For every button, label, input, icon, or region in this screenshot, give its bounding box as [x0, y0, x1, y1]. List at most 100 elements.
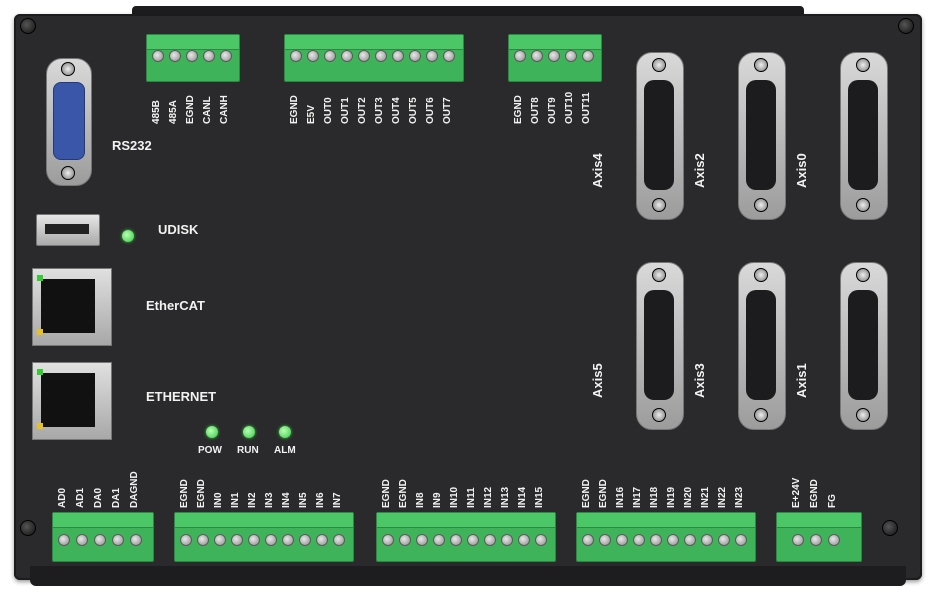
terminal-label-in2: IN2 [247, 492, 258, 508]
terminal-label-ad1: AD1 [75, 487, 86, 508]
ethercat-port[interactable] [32, 268, 112, 346]
terminal-pin[interactable] [94, 534, 106, 546]
terminal-label-egnd: EGND [581, 479, 592, 508]
terminal-label-in21: IN21 [700, 486, 711, 508]
terminal-label-egnd: EGND [398, 479, 409, 508]
terminal-pin[interactable] [316, 534, 328, 546]
terminal-pin[interactable] [718, 534, 730, 546]
terminal-pin[interactable] [392, 50, 404, 62]
terminal-pin[interactable] [633, 534, 645, 546]
axis-connector-axis0[interactable] [840, 52, 888, 220]
axis-connector-axis5[interactable] [636, 262, 684, 430]
terminal-pin[interactable] [828, 534, 840, 546]
pow-label: POW [198, 445, 222, 456]
terminal-pin[interactable] [186, 50, 198, 62]
terminal-pin[interactable] [112, 534, 124, 546]
terminal-pin[interactable] [375, 50, 387, 62]
terminal-pin[interactable] [358, 50, 370, 62]
terminal-pin[interactable] [265, 534, 277, 546]
terminal-label-canh: CANH [219, 95, 230, 124]
terminal-label-egnd: EGND [289, 95, 300, 124]
terminal-pin[interactable] [582, 534, 594, 546]
terminal-label-egnd: EGND [809, 479, 820, 508]
terminal-label-in9: IN9 [432, 492, 443, 508]
terminal-pin[interactable] [701, 534, 713, 546]
terminal-pin[interactable] [443, 50, 455, 62]
terminal-pin[interactable] [426, 50, 438, 62]
terminal-label-out9: OUT9 [547, 97, 558, 124]
terminal-pin[interactable] [290, 50, 302, 62]
terminal-pin[interactable] [467, 534, 479, 546]
terminal-pin[interactable] [684, 534, 696, 546]
terminal-label-e-24v: E+24V [791, 477, 802, 508]
terminal-pin[interactable] [214, 534, 226, 546]
terminal-label-out6: OUT6 [425, 97, 436, 124]
terminal-pin[interactable] [399, 534, 411, 546]
terminal-pin[interactable] [180, 534, 192, 546]
terminal-label-in6: IN6 [315, 492, 326, 508]
rs232-connector[interactable] [46, 58, 92, 186]
terminal-label-egnd: EGND [179, 479, 190, 508]
run-label: RUN [237, 445, 259, 456]
terminal-label-out0: OUT0 [323, 97, 334, 124]
terminal-label-in4: IN4 [281, 492, 292, 508]
terminal-pin[interactable] [197, 534, 209, 546]
terminal-label-out7: OUT7 [442, 97, 453, 124]
terminal-pin[interactable] [169, 50, 181, 62]
terminal-pin[interactable] [76, 534, 88, 546]
terminal-pin[interactable] [231, 534, 243, 546]
terminal-pin[interactable] [58, 534, 70, 546]
terminal-pin[interactable] [792, 534, 804, 546]
terminal-pin[interactable] [810, 534, 822, 546]
corner-screw-bottom-right [882, 520, 898, 536]
terminal-pin[interactable] [514, 50, 526, 62]
terminal-pin[interactable] [650, 534, 662, 546]
terminal-pin[interactable] [220, 50, 232, 62]
axis-connector-axis1[interactable] [840, 262, 888, 430]
terminal-pin[interactable] [282, 534, 294, 546]
terminal-pin[interactable] [299, 534, 311, 546]
usb-port[interactable] [36, 214, 100, 246]
terminal-pin[interactable] [409, 50, 421, 62]
terminal-pin[interactable] [248, 534, 260, 546]
terminal-pin[interactable] [548, 50, 560, 62]
terminal-pin[interactable] [518, 534, 530, 546]
terminal-pin[interactable] [735, 534, 747, 546]
terminal-pin[interactable] [599, 534, 611, 546]
terminal-pin[interactable] [484, 534, 496, 546]
terminal-pin[interactable] [616, 534, 628, 546]
terminal-pin[interactable] [531, 50, 543, 62]
axis-label-axis2: Axis2 [692, 153, 707, 188]
terminal-pin[interactable] [501, 534, 513, 546]
terminal-pin[interactable] [667, 534, 679, 546]
terminal-label-e5v: E5V [306, 105, 317, 124]
terminal-pin[interactable] [433, 534, 445, 546]
terminal-label-out5: OUT5 [408, 97, 419, 124]
terminal-label-in10: IN10 [449, 486, 460, 508]
terminal-pin[interactable] [416, 534, 428, 546]
terminal-pin[interactable] [333, 534, 345, 546]
terminal-pin[interactable] [203, 50, 215, 62]
ethernet-port[interactable] [32, 362, 112, 440]
terminal-pin[interactable] [582, 50, 594, 62]
terminal-label-in22: IN22 [717, 486, 728, 508]
terminal-pin[interactable] [324, 50, 336, 62]
corner-screw-bottom-left [20, 520, 36, 536]
terminal-label-canl: CANL [202, 96, 213, 124]
axis-connector-axis3[interactable] [738, 262, 786, 430]
terminal-pin[interactable] [307, 50, 319, 62]
terminal-pin[interactable] [565, 50, 577, 62]
axis-connector-axis4[interactable] [636, 52, 684, 220]
terminal-label-in19: IN19 [666, 486, 677, 508]
terminal-pin[interactable] [535, 534, 547, 546]
terminal-pin[interactable] [450, 534, 462, 546]
terminal-label-out8: OUT8 [530, 97, 541, 124]
terminal-pin[interactable] [341, 50, 353, 62]
axis-connector-axis2[interactable] [738, 52, 786, 220]
terminal-pin[interactable] [152, 50, 164, 62]
terminal-pin[interactable] [382, 534, 394, 546]
terminal-label-da1: DA1 [111, 487, 122, 508]
terminal-label-out4: OUT4 [391, 97, 402, 124]
terminal-pin[interactable] [130, 534, 142, 546]
udisk-label: UDISK [158, 222, 199, 237]
